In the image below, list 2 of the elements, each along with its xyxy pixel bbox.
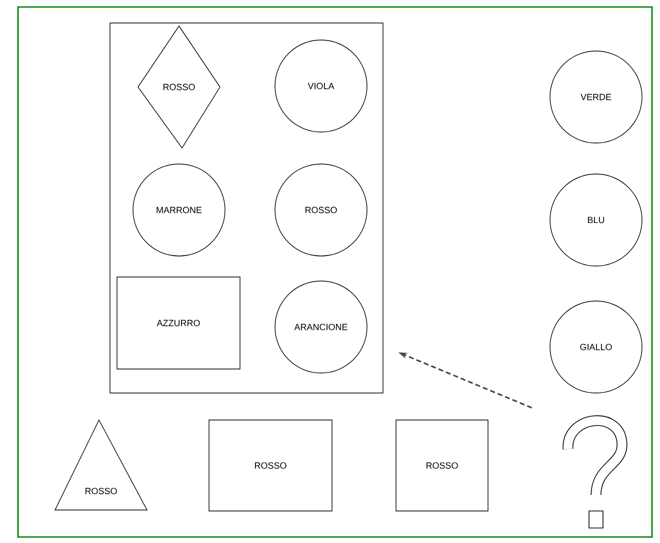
rectangle-shape [110, 22, 384, 394]
question-mark-drawing [562, 415, 628, 528]
